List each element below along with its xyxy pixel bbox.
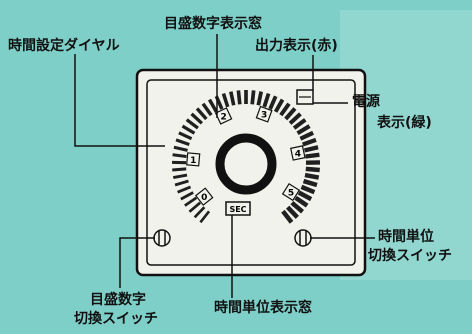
dial-scale-tick — [300, 184, 316, 195]
dial-scale-tick — [207, 98, 218, 113]
label-output-display: 出力表示(赤) — [255, 38, 338, 54]
scale-number-window: 5 — [281, 182, 301, 202]
scale-number-text: 3 — [261, 111, 267, 121]
dial-scale-tick — [299, 130, 314, 141]
dial-scale-tick — [262, 92, 271, 108]
dial-scale-tick — [302, 137, 317, 147]
dial-scale-tick — [193, 206, 206, 219]
dial-scale-tick — [297, 190, 313, 202]
dial-scale-tick — [268, 95, 278, 110]
dial-scale-tick — [305, 166, 320, 173]
dial-scale-tick — [172, 153, 187, 159]
scale-number-box — [186, 152, 201, 167]
scale-number-text: 5 — [288, 189, 294, 199]
dial-scale-tick — [175, 138, 190, 146]
scale-number-box — [255, 105, 273, 123]
label-scale-switch-line1: 目盛数字 — [90, 292, 146, 308]
dial-scale-tick — [181, 124, 196, 135]
scale-number-box — [290, 145, 306, 161]
dial-scale-tick — [172, 167, 187, 172]
scale-number-window: 0 — [194, 187, 214, 206]
scale-number-window: 3 — [255, 105, 273, 123]
dial-scale-tick — [174, 179, 189, 187]
dial-knob[interactable] — [215, 133, 277, 195]
dial-scale-tick — [195, 107, 208, 121]
unit-display-text: SEC — [229, 205, 246, 214]
scale-switch-screw[interactable] — [153, 229, 171, 247]
dial-scale-tick — [290, 200, 304, 214]
dial-scale-tick — [288, 112, 302, 125]
dial-scale-tick — [285, 205, 299, 219]
label-time-dial: 時間設定ダイヤル — [8, 38, 120, 54]
dial-scale-tick — [229, 91, 236, 106]
scale-number-box — [214, 107, 233, 125]
dial-scale-tick — [188, 201, 202, 213]
scale-number-window: 2 — [214, 107, 233, 125]
scale-number-text: 4 — [295, 149, 301, 159]
label-scale-switch-line2: 切換スイッチ — [74, 311, 158, 327]
dial-scale-tick — [303, 145, 319, 153]
unit-switch-screw[interactable] — [294, 229, 312, 247]
scale-number-box — [194, 187, 214, 206]
dial-scale-tick — [279, 102, 291, 117]
dial-scale-tick — [236, 90, 242, 105]
dial-scale-tick — [256, 91, 264, 106]
dial-scale-tick — [190, 112, 204, 125]
label-unit-window: 時間単位表示窓 — [214, 300, 312, 316]
dial-scale-tick — [284, 107, 297, 121]
dial-scale-tick — [294, 195, 309, 208]
label-power-line1: 電源 — [352, 94, 380, 110]
label-power-line2: 表示(緑) — [377, 115, 432, 131]
scale-number-window: 4 — [290, 145, 306, 161]
dial-scale-tick — [250, 90, 256, 105]
dial-scale-tick — [201, 102, 213, 117]
dial-scale-tick — [292, 118, 307, 130]
scale-number-text: 1 — [190, 156, 196, 166]
dial-scale-tick — [173, 145, 188, 152]
dial-scale-tick — [273, 98, 285, 113]
scale-number-box — [281, 182, 301, 202]
dial-scale-tick — [304, 172, 320, 180]
label-scale-window: 目盛数字表示窓 — [164, 16, 262, 32]
dial-scale-tick — [281, 209, 294, 224]
dial-scale-tick — [296, 124, 311, 136]
scale-number-text: 2 — [220, 112, 226, 122]
dial-scale-tick — [199, 210, 211, 224]
dial-scale-tick — [221, 92, 230, 108]
dial-scale-tick — [184, 196, 198, 207]
leader-scale-switch — [119, 237, 155, 288]
dial-scale-tick — [180, 191, 194, 201]
dial-scale-tick — [172, 173, 188, 180]
time-setting-dial[interactable]: 0 1 2 3 4 5 — [171, 90, 321, 224]
scale-number-window: 1 — [186, 152, 201, 167]
unit-display-window — [225, 201, 251, 216]
dial-scale-tick — [185, 118, 199, 130]
dial-scale-tick — [302, 178, 318, 188]
scale-number-text: 0 — [201, 193, 207, 203]
leader-time-dial — [74, 54, 165, 147]
dial-scale-tick — [178, 131, 193, 141]
dial-scale-tick — [177, 185, 192, 194]
label-unit-switch-line1: 時間単位 — [378, 229, 434, 245]
label-unit-switch-line2: 切換スイッチ — [368, 248, 452, 264]
dial-scale-tick — [305, 152, 320, 159]
leader-lines — [74, 34, 375, 298]
